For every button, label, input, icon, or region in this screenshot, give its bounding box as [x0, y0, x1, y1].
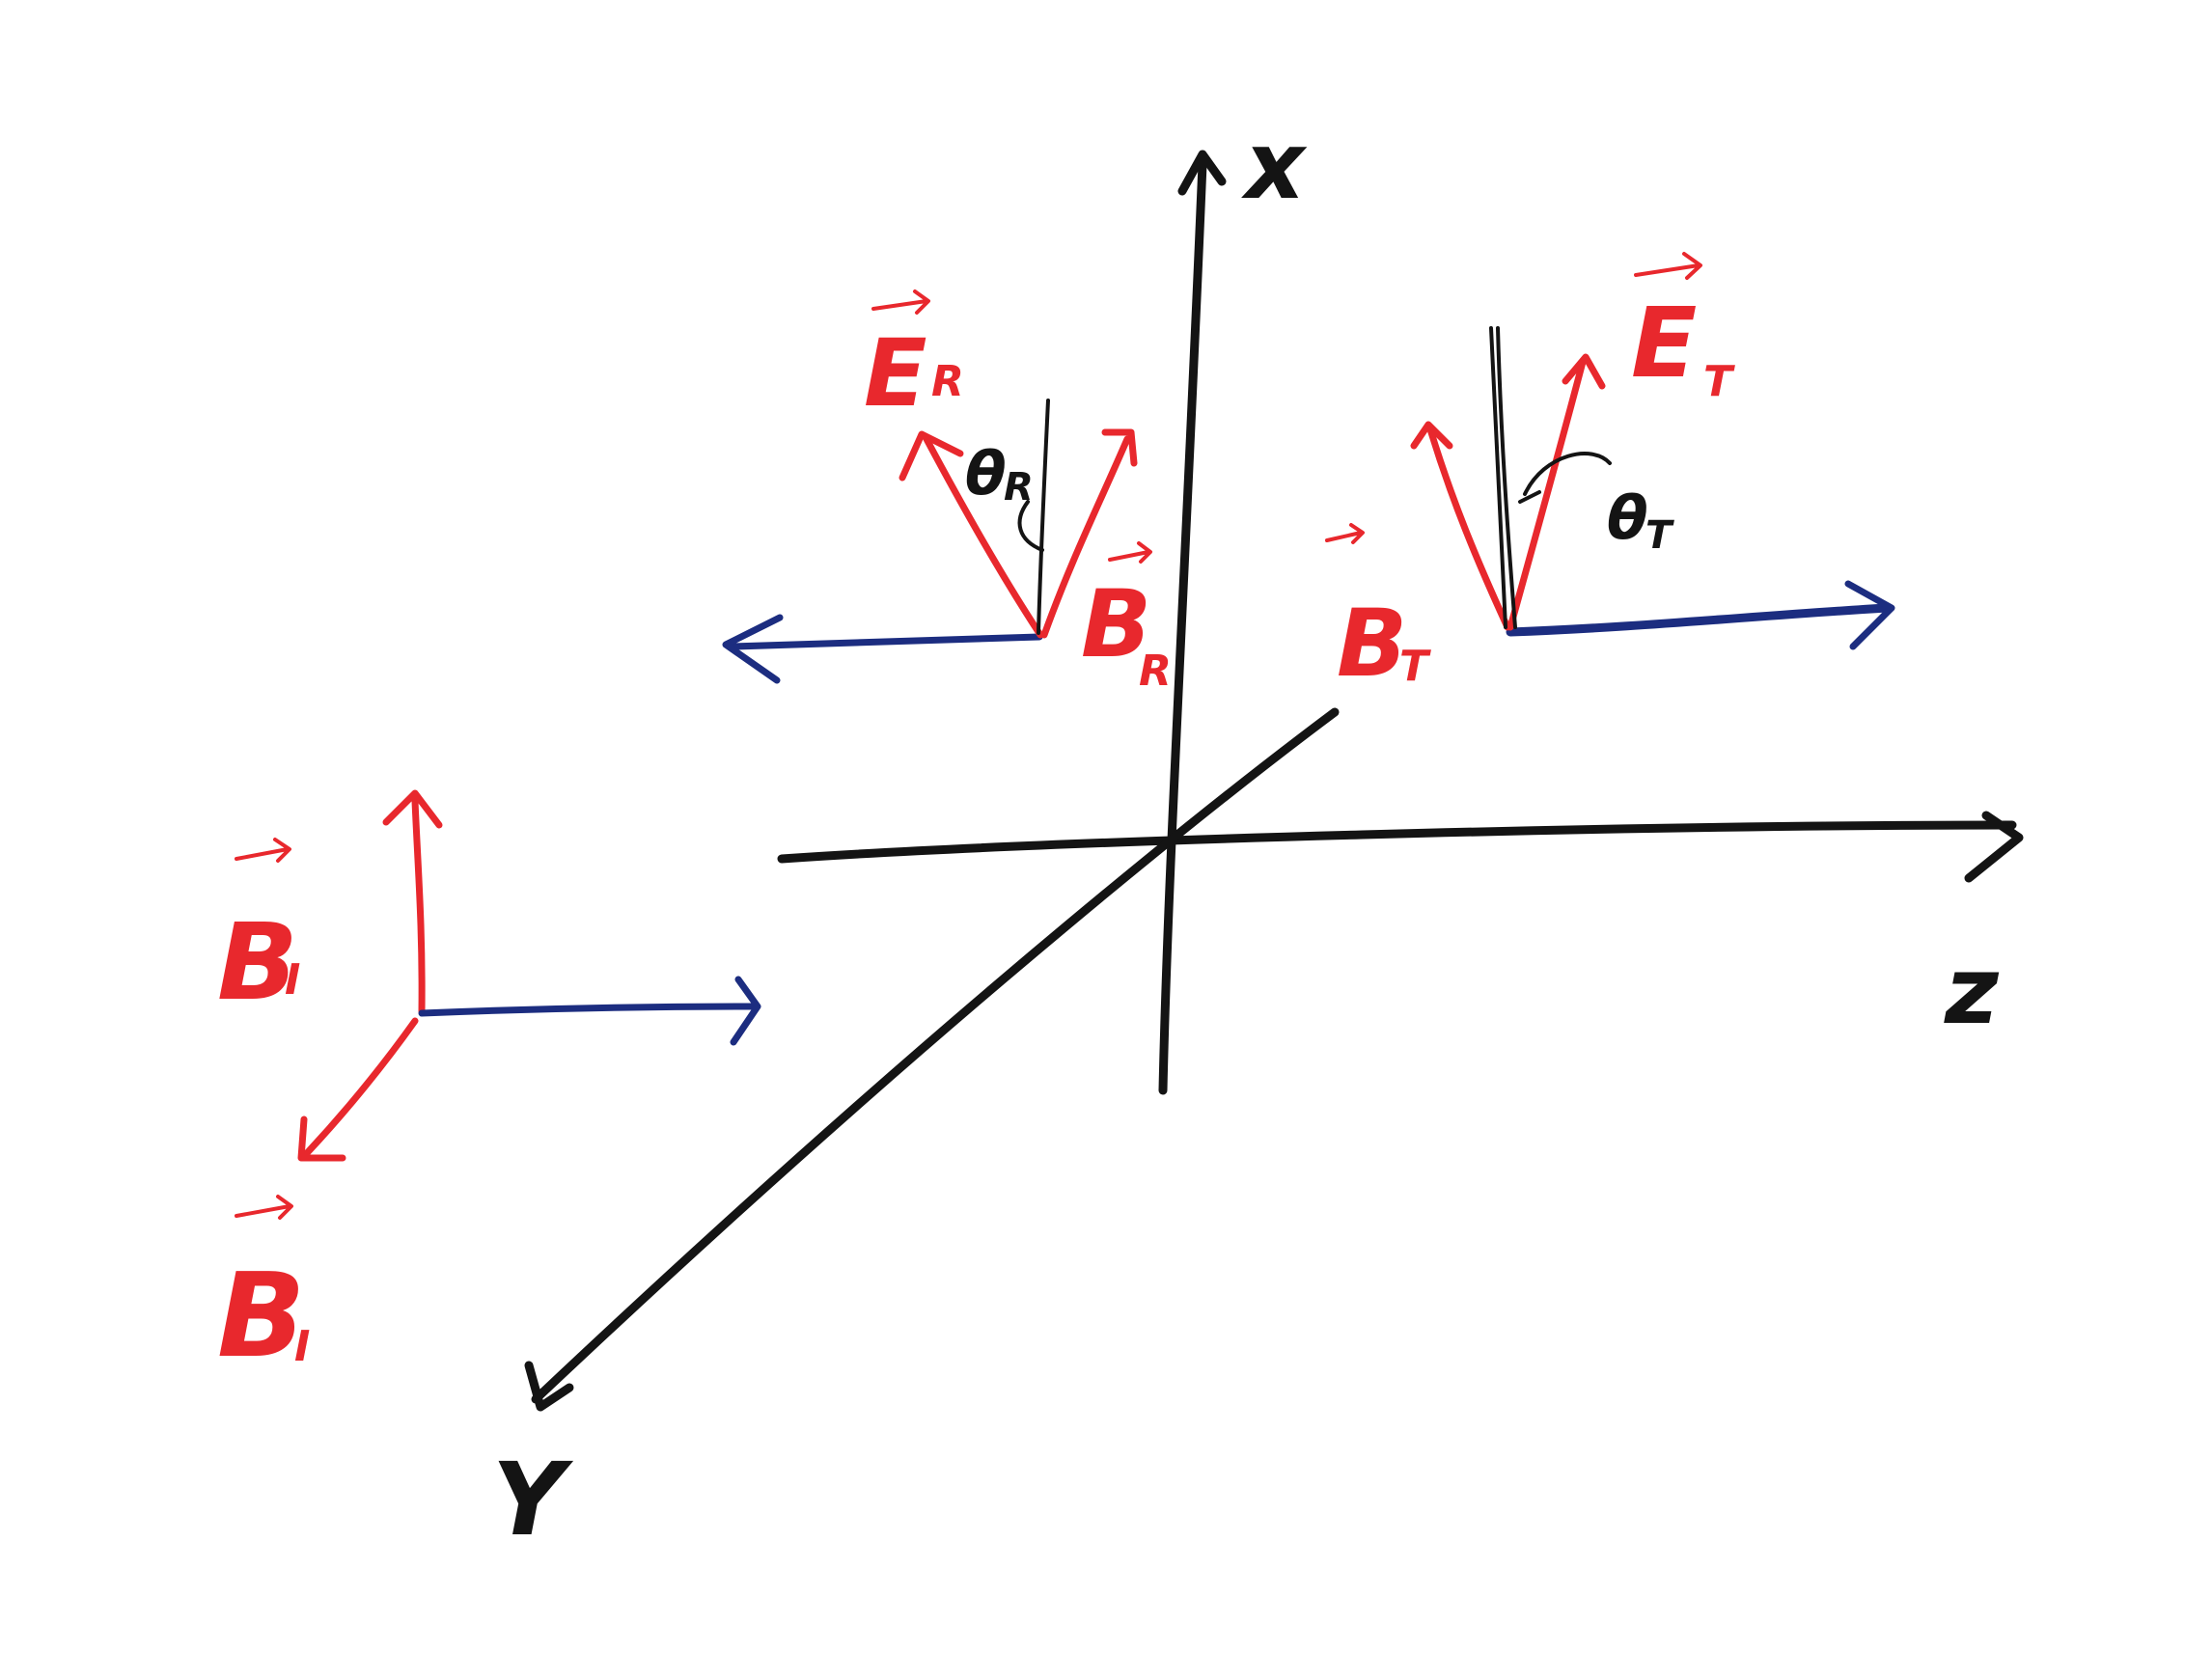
- reflected-angle-arc: [1017, 500, 1044, 552]
- theta-reflected-sub: R: [1004, 465, 1034, 510]
- b-incident-lower: B: [217, 1250, 305, 1384]
- incident-e-down-arrowhead: [297, 1115, 346, 1162]
- transmitted-normal-line-2: [1496, 326, 1517, 629]
- b-transmitted: B: [1337, 590, 1407, 698]
- vector-arrow-mark: [235, 1195, 293, 1220]
- incident-b-up-arrow: [411, 797, 426, 1015]
- incident-b-label-lower: B I: [217, 1195, 310, 1384]
- incident-b-up-arrowhead: [382, 789, 443, 829]
- e-reflected-sub: R: [931, 357, 964, 406]
- vector-arrow-mark: [1634, 252, 1702, 280]
- transmitted-theta-label: θ T: [1607, 482, 1674, 558]
- transmitted-normal-line: [1489, 326, 1507, 629]
- theta-transmitted: θ: [1607, 482, 1648, 553]
- e-transmitted-sub: T: [1703, 357, 1735, 406]
- b-reflected-sub: R: [1139, 647, 1172, 696]
- e-reflected: E: [864, 319, 927, 427]
- incident-k-arrow: [418, 1003, 757, 1017]
- y-axis-arrowhead: [524, 1361, 574, 1412]
- reflected-b-label: B R: [1081, 541, 1172, 696]
- reflected-b-arrowhead: [1101, 428, 1138, 467]
- e-transmitted: E: [1631, 287, 1697, 399]
- transmitted-e-arrowhead: [1562, 353, 1606, 390]
- transmitted-e-arrow: [1507, 358, 1587, 631]
- reflected-e-arrow: [923, 435, 1044, 639]
- transmitted-angle-arc: [1523, 452, 1612, 496]
- transmitted-angle-tick: [1518, 490, 1541, 504]
- transmitted-wave: [1410, 326, 1895, 650]
- reflected-k-arrow: [730, 633, 1043, 650]
- b-transmitted-sub: T: [1399, 642, 1431, 691]
- b-incident-lower-sub: I: [294, 1322, 310, 1371]
- reflected-normal-line: [1037, 399, 1050, 635]
- z-axis-line: [777, 820, 2017, 864]
- reflected-wave: [722, 399, 1138, 684]
- reflected-theta-label: θ R: [965, 438, 1034, 510]
- transmitted-k-arrowhead: [1844, 580, 1895, 650]
- reflected-b-arrow: [1040, 435, 1131, 639]
- incident-b-label-upper: B I: [217, 838, 300, 1024]
- z-axis-label: z: [1944, 937, 2000, 1045]
- transmitted-k-arrow: [1506, 603, 1892, 637]
- vector-arrow-mark: [1108, 541, 1152, 564]
- y-axis-line: [531, 707, 1340, 1404]
- transmitted-b-arrow: [1426, 426, 1511, 631]
- vector-arrow-mark: [235, 838, 291, 863]
- b-incident-upper: B: [217, 900, 298, 1024]
- theta-transmitted-sub: T: [1645, 513, 1674, 558]
- b-reflected: B: [1081, 570, 1151, 678]
- y-axis-label: Y: [492, 1441, 574, 1558]
- reflected-e-label: E R: [864, 289, 964, 427]
- z-axis-arrowhead: [1964, 811, 2024, 883]
- incident-e-down-arrow: [303, 1017, 419, 1157]
- x-axis-label: x: [1241, 112, 1308, 220]
- x-axis-arrowhead: [1177, 150, 1227, 196]
- incident-wave: [297, 789, 761, 1162]
- axes: [524, 150, 2024, 1412]
- theta-reflected: θ: [965, 438, 1007, 509]
- incident-k-arrowhead: [730, 976, 761, 1046]
- vector-arrow-mark: [1325, 523, 1365, 544]
- x-axis-line: [1158, 159, 1207, 1095]
- vector-arrow-mark: [871, 289, 930, 315]
- transmitted-b-arrowhead: [1410, 421, 1453, 450]
- reflected-e-arrowhead: [899, 430, 964, 482]
- b-incident-upper-sub: I: [285, 955, 300, 1005]
- reflected-k-arrowhead: [722, 614, 784, 684]
- transmitted-e-label: E T: [1631, 252, 1735, 406]
- transmitted-b-label: B T: [1325, 523, 1431, 698]
